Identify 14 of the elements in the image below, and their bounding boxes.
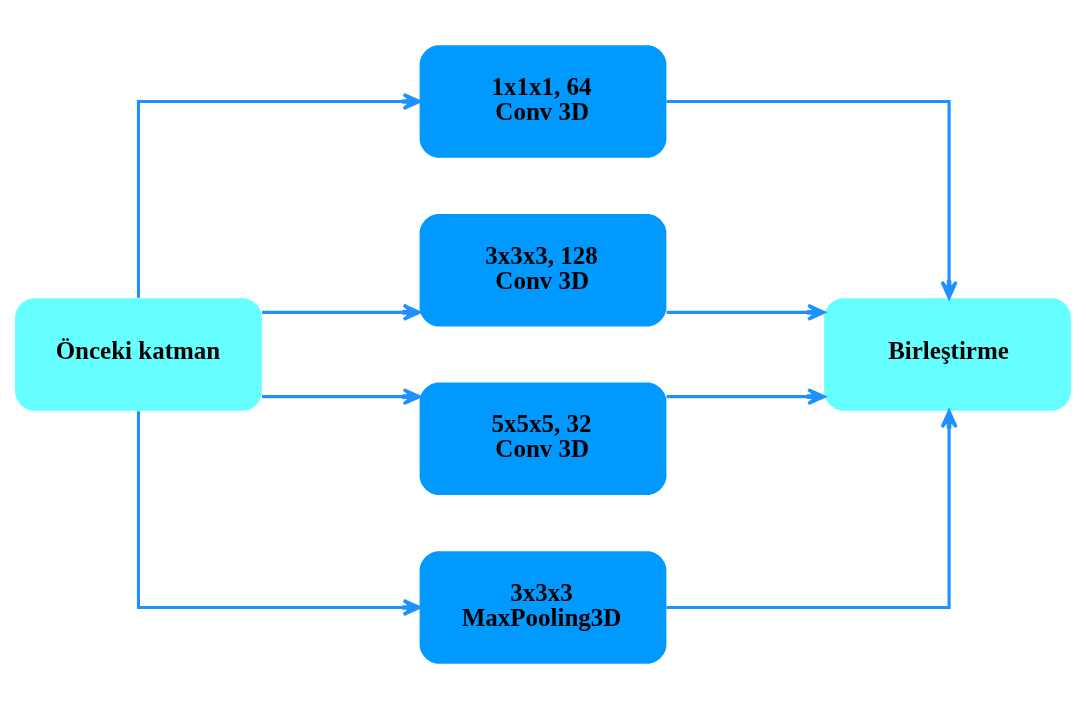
node-box: 1x1x1, 64 Conv 3D [419, 45, 667, 158]
arrow [666, 303, 826, 321]
arrow [136, 411, 421, 617]
node-box: Birleştirme [824, 298, 1071, 411]
arrow [666, 99, 958, 300]
node-box: 3x3x3, 128 Conv 3D [419, 213, 667, 327]
arrow [666, 409, 958, 610]
node-box: Önceki katman [15, 298, 262, 411]
node-box: 5x5x5, 32 Conv 3D [419, 382, 667, 496]
node-box: 3x3x3 MaxPooling3D [419, 551, 667, 664]
arrow [666, 388, 826, 406]
arrow [262, 303, 422, 321]
arrow [136, 92, 421, 298]
arrow [262, 388, 422, 406]
